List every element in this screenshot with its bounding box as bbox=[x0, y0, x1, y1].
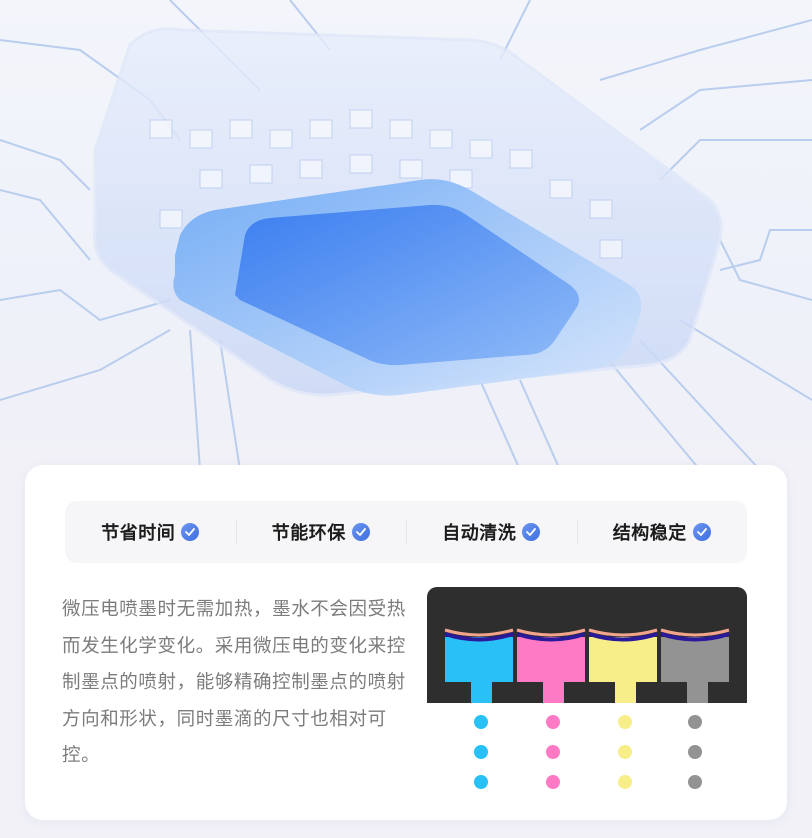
check-circle-icon bbox=[351, 523, 370, 541]
feature-item-save-time: 节省时间 bbox=[65, 501, 236, 563]
droplets-black bbox=[688, 715, 702, 789]
feature-label: 节省时间 bbox=[101, 523, 176, 544]
hero-chip-illustration bbox=[0, 0, 812, 470]
feature-label: 自动清洗 bbox=[442, 523, 517, 544]
ink-droplets bbox=[427, 705, 747, 795]
droplets-magenta bbox=[546, 715, 560, 789]
ink-channel-yellow bbox=[588, 628, 658, 703]
feature-item-stable-structure: 结构稳定 bbox=[576, 501, 748, 563]
check-circle-icon bbox=[522, 523, 541, 541]
feature-bar: 节省时间 节能环保 自动清洗 结构稳定 bbox=[65, 501, 747, 563]
check-circle-icon bbox=[692, 523, 711, 541]
droplets-yellow bbox=[618, 715, 632, 789]
description-text: 微压电喷墨时无需加热，墨水不会因受热而发生化学变化。采用微压电的变化来控制墨点的… bbox=[62, 599, 406, 766]
droplets-cyan bbox=[474, 715, 488, 789]
check-circle-icon bbox=[181, 523, 200, 541]
feature-label: 结构稳定 bbox=[612, 523, 687, 544]
feature-item-auto-clean: 自动清洗 bbox=[406, 501, 577, 563]
feature-item-energy-saving: 节能环保 bbox=[235, 501, 407, 563]
ink-channel-cyan bbox=[444, 628, 514, 703]
chip-illustration bbox=[0, 0, 812, 470]
feature-card: 节省时间 节能环保 自动清洗 结构稳定 微压电喷墨时无需加热，墨水不会因受热而发… bbox=[25, 465, 787, 820]
ink-channel-black bbox=[660, 628, 730, 703]
ink-channel-magenta bbox=[516, 628, 586, 703]
feature-label: 节能环保 bbox=[271, 523, 346, 544]
printhead-diagram bbox=[427, 587, 747, 703]
